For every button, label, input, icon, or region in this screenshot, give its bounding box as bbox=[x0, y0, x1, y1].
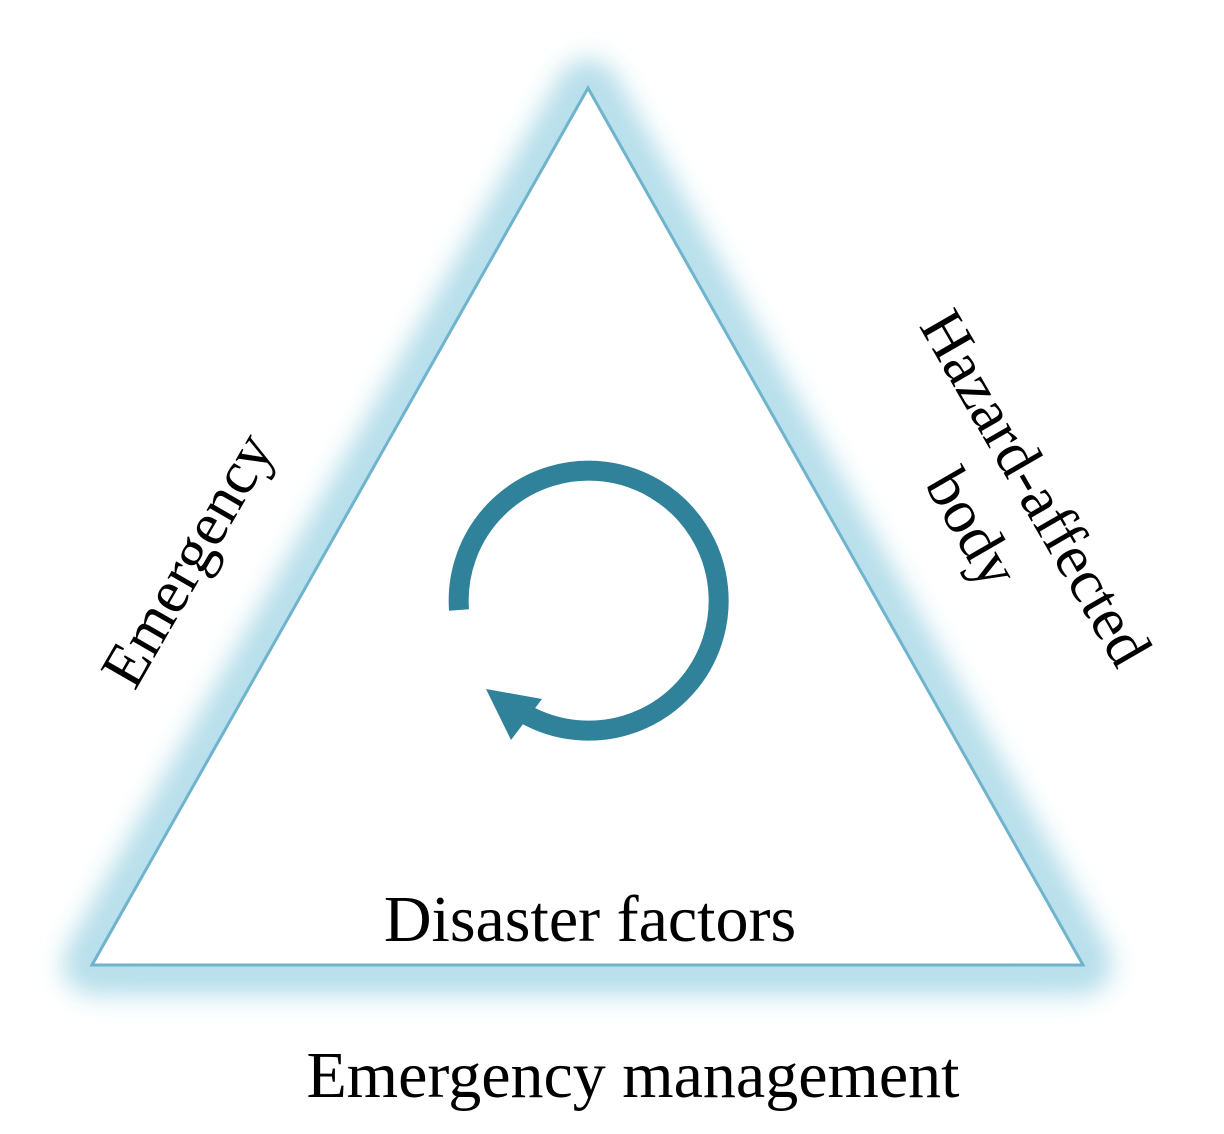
label-disaster-factors: Disaster factors bbox=[384, 883, 796, 956]
cycle-arrow-icon bbox=[448, 460, 729, 741]
triangle-interior bbox=[89, 84, 1086, 967]
label-emergency-management: Emergency management bbox=[306, 1039, 959, 1112]
cycle-arrowhead bbox=[486, 689, 542, 740]
cycle-arc bbox=[448, 460, 729, 741]
triangle-frame bbox=[65, 61, 1110, 992]
